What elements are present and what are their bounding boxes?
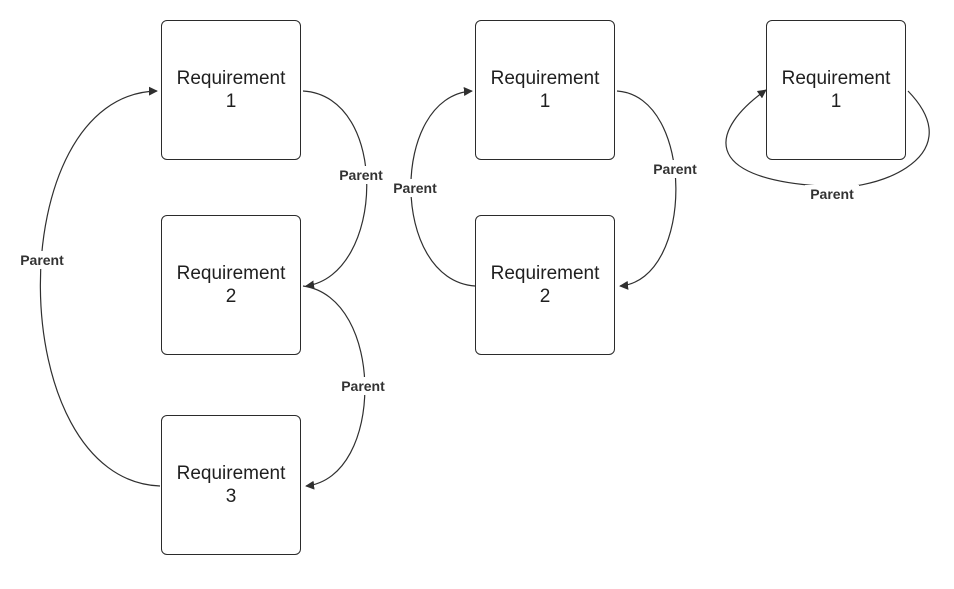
edge-label-d1-3-1: Parent: [20, 252, 64, 268]
node-label: Requirement 1: [490, 68, 600, 112]
d2-requirement-1-node[interactable]: Requirement 1: [475, 20, 615, 160]
d2-requirement-2-node[interactable]: Requirement 2: [475, 215, 615, 355]
node-label: Requirement 3: [176, 463, 286, 507]
edge-label-d3-self: Parent: [810, 186, 854, 202]
edge-req3-to-req1[interactable]: [39, 86, 161, 487]
edge-d2-req1-to-req2[interactable]: [616, 90, 677, 290]
edge-req1-to-req2[interactable]: [302, 90, 368, 290]
d1-requirement-3-node[interactable]: Requirement 3: [161, 415, 301, 555]
d1-requirement-1-node[interactable]: Requirement 1: [161, 20, 301, 160]
d1-requirement-2-node[interactable]: Requirement 2: [161, 215, 301, 355]
edge-label-d1-1-2: Parent: [339, 167, 383, 183]
edge-label-d2-1-2: Parent: [653, 161, 697, 177]
edge-label-d1-2-3: Parent: [341, 378, 385, 394]
d3-requirement-1-node[interactable]: Requirement 1: [766, 20, 906, 160]
edge-labels: Parent Parent Parent Parent Parent Paren…: [15, 160, 859, 395]
node-label: Requirement 2: [490, 263, 600, 307]
node-label: Requirement 1: [176, 68, 286, 112]
edge-label-d2-2-1: Parent: [393, 180, 437, 196]
node-label: Requirement 1: [781, 68, 891, 112]
node-label: Requirement 2: [176, 263, 286, 307]
